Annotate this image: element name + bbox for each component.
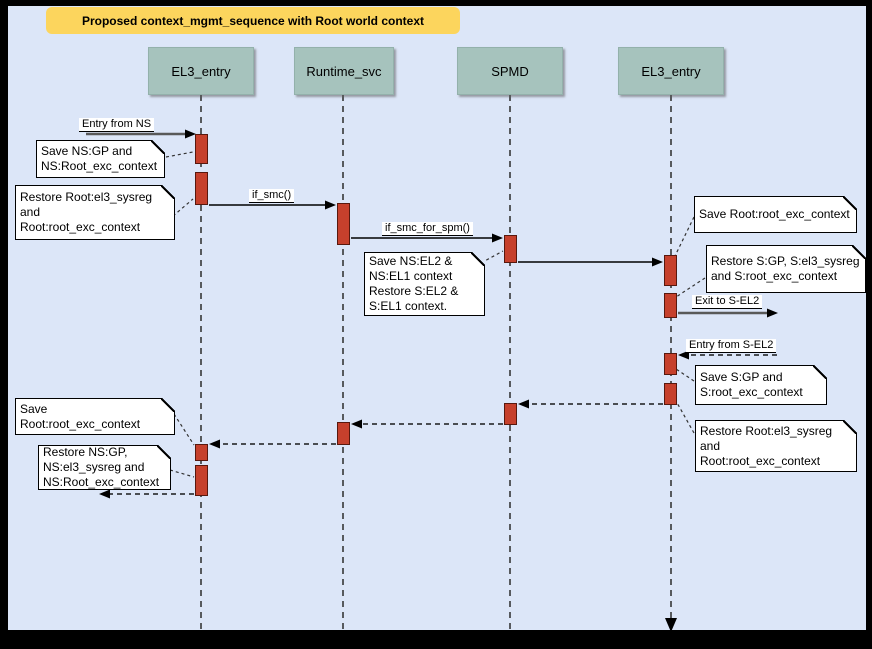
activation-bar bbox=[504, 235, 517, 263]
note-save-ns-el2: Save NS:EL2 & NS:EL1 context Restore S:E… bbox=[364, 252, 485, 316]
participant-runtime-svc: Runtime_svc bbox=[294, 47, 394, 95]
note-text: Save S:GP and S:root_exc_context bbox=[700, 370, 803, 399]
participant-label: EL3_entry bbox=[641, 63, 701, 79]
activation-bar bbox=[664, 255, 677, 286]
note-text: Restore S:GP, S:el3_sysreg and S:root_ex… bbox=[711, 254, 860, 283]
note-fold-icon bbox=[161, 398, 175, 412]
note-text: Save NS:EL2 & NS:EL1 context Restore S:E… bbox=[369, 254, 459, 313]
note-restore-root-sysreg-left: Restore Root:el3_sysreg and Root:root_ex… bbox=[15, 185, 175, 240]
diagram-title: Proposed context_mgmt_sequence with Root… bbox=[46, 7, 460, 34]
message-label-if-smc: if_smc() bbox=[249, 189, 295, 203]
note-save-s-gp: Save S:GP and S:root_exc_context bbox=[695, 365, 827, 405]
note-fold-icon bbox=[151, 140, 165, 154]
participant-label: SPMD bbox=[491, 63, 529, 79]
activation-bar bbox=[664, 293, 677, 318]
note-text: Restore Root:el3_sysreg and Root:root_ex… bbox=[20, 190, 153, 234]
note-text: Save Root:root_exc_context bbox=[20, 401, 141, 431]
note-fold-icon bbox=[161, 185, 175, 199]
note-fold-icon bbox=[852, 245, 866, 259]
arrow-entry-from-ns bbox=[86, 129, 196, 139]
participant-el3-entry-left: EL3_entry bbox=[148, 47, 254, 95]
arrow-if-smc bbox=[209, 200, 336, 210]
note-text: Restore Root:el3_sysreg and Root:root_ex… bbox=[700, 423, 833, 468]
participant-el3-entry-right: EL3_entry bbox=[618, 47, 724, 95]
note-save-root-exc-left: Save Root:root_exc_context bbox=[15, 398, 175, 435]
message-label-entry-from-sel2: Entry from S-EL2 bbox=[686, 339, 777, 353]
arrow-exit-to-sel2 bbox=[678, 308, 778, 318]
arrow-return-spmd-to-runtime bbox=[351, 419, 503, 429]
activation-bar bbox=[664, 383, 677, 405]
note-restore-ns-gp: Restore NS:GP, NS:el3_sysreg and NS:Root… bbox=[38, 445, 171, 490]
arrow-return-runtime-to-el3 bbox=[209, 439, 336, 449]
arrow-return-to-ns bbox=[99, 489, 194, 499]
note-fold-icon bbox=[813, 365, 827, 379]
note-text: Save NS:GP and NS:Root_exc_context bbox=[41, 144, 158, 173]
participant-spmd: SPMD bbox=[457, 47, 563, 95]
activation-bar bbox=[195, 172, 208, 205]
note-save-ns-gp: Save NS:GP and NS:Root_exc_context bbox=[36, 140, 165, 178]
message-label-exit-to-sel2: Exit to S-EL2 bbox=[692, 295, 763, 309]
participant-label: EL3_entry bbox=[171, 63, 231, 79]
note-connectors bbox=[165, 151, 706, 478]
arrow-return-el3-to-spmd bbox=[518, 399, 663, 409]
arrow-if-smc-for-spm bbox=[351, 233, 503, 243]
activation-bar bbox=[195, 444, 208, 461]
note-save-root-exc-right: Save Root:root_exc_context bbox=[694, 196, 857, 233]
note-restore-s-gp: Restore S:GP, S:el3_sysreg and S:root_ex… bbox=[706, 245, 866, 293]
note-fold-icon bbox=[843, 420, 857, 434]
note-text: Save Root:root_exc_context bbox=[699, 207, 850, 221]
note-restore-root-sysreg-right: Restore Root:el3_sysreg and Root:root_ex… bbox=[695, 420, 857, 472]
activation-bar bbox=[664, 353, 677, 375]
activation-bar bbox=[337, 203, 350, 245]
message-label-entry-from-ns: Entry from NS bbox=[79, 118, 155, 132]
participant-label: Runtime_svc bbox=[306, 63, 382, 79]
note-fold-icon bbox=[157, 445, 171, 459]
lifeline-end-arrow-icon bbox=[665, 618, 677, 632]
arrow-spmd-to-el3 bbox=[518, 257, 663, 267]
note-fold-icon bbox=[843, 196, 857, 210]
note-text: Restore NS:GP, NS:el3_sysreg and NS:Root… bbox=[43, 445, 160, 489]
activation-bar bbox=[504, 403, 517, 425]
activation-bar bbox=[195, 134, 208, 164]
activation-bar bbox=[195, 465, 208, 496]
diagram-canvas bbox=[8, 6, 866, 630]
message-label-if-smc-for-spm: if_smc_for_spm() bbox=[382, 222, 473, 236]
note-fold-icon bbox=[471, 252, 485, 266]
activation-bar bbox=[337, 422, 350, 445]
